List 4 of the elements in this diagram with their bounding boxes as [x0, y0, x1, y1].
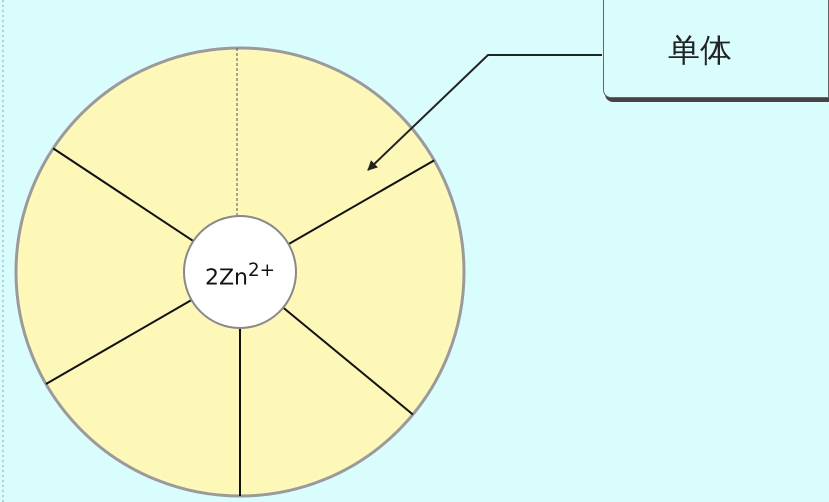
ion-label: 2Zn$^{2+}$	[204, 259, 276, 292]
callout-label: 单体	[668, 30, 732, 70]
leader-arrow	[367, 54, 602, 171]
center-circle	[183, 215, 297, 329]
